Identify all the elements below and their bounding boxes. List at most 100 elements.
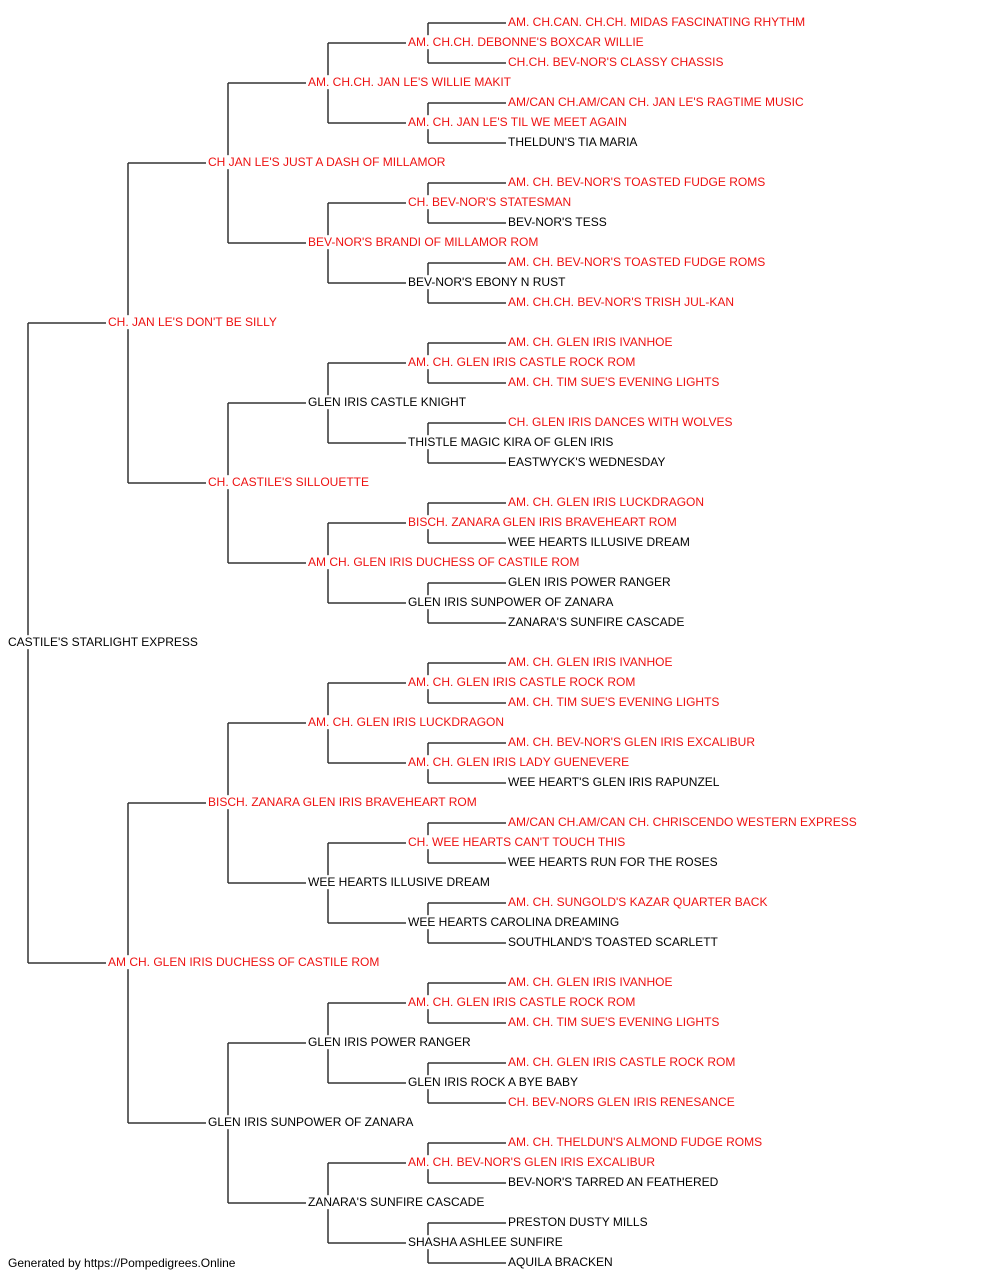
ancestor-name: AM. CH. BEV-NOR'S GLEN IRIS EXCALIBUR	[508, 735, 755, 749]
ancestor-name: AQUILA BRACKEN	[508, 1255, 613, 1269]
ancestor-name: AM. CH.CAN. CH.CH. MIDAS FASCINATING RHY…	[508, 15, 805, 29]
ancestor-name: CH JAN LE'S JUST A DASH OF MILLAMOR	[208, 155, 446, 169]
label-backing	[406, 915, 622, 930]
label-backing	[406, 1075, 581, 1090]
label-backing	[406, 35, 646, 50]
ancestor-name: AM. CH. TIM SUE'S EVENING LIGHTS	[508, 1015, 719, 1029]
label-backing	[506, 935, 721, 950]
label-backing	[206, 475, 371, 490]
ancestor-name: WEE HEARTS RUN FOR THE ROSES	[508, 855, 718, 869]
ancestor-name: AM/CAN CH.AM/CAN CH. CHRISCENDO WESTERN …	[508, 815, 857, 829]
ancestor-name: WEE HEARTS ILLUSIVE DREAM	[508, 535, 690, 549]
label-backing	[406, 275, 569, 290]
label-backing	[506, 1095, 737, 1110]
label-backing	[506, 1255, 615, 1270]
label-backing	[506, 335, 675, 350]
label-backing	[406, 195, 574, 210]
label-backing	[506, 815, 859, 830]
label-backing	[506, 655, 675, 670]
label-backing	[306, 875, 492, 890]
label-backing	[506, 415, 735, 430]
label-backing	[506, 1055, 738, 1070]
ancestor-name: AM CH. GLEN IRIS DUCHESS OF CASTILE ROM	[108, 955, 379, 969]
label-backing	[506, 695, 722, 710]
label-backing	[106, 315, 279, 330]
label-backing	[306, 395, 469, 410]
label-backing	[306, 555, 582, 570]
ancestor-name: AM. CH.CH. BEV-NOR'S TRISH JUL-KAN	[508, 295, 734, 309]
label-backing	[506, 735, 758, 750]
ancestor-name: AM. CH. GLEN IRIS CASTLE ROCK ROM	[408, 675, 635, 689]
label-backing	[306, 75, 514, 90]
label-backing	[406, 435, 616, 450]
subject-name: CASTILE'S STARLIGHT EXPRESS	[8, 635, 198, 649]
ancestor-name: EASTWYCK'S WEDNESDAY	[508, 455, 665, 469]
ancestor-name: THELDUN'S TIA MARIA	[508, 135, 637, 149]
ancestor-name: CH. WEE HEARTS CAN'T TOUCH THIS	[408, 835, 625, 849]
label-backing	[506, 15, 808, 30]
ancestor-name: ZANARA'S SUNFIRE CASCADE	[508, 615, 684, 629]
label-backing	[6, 635, 200, 650]
ancestor-name: AM. CH. GLEN IRIS CASTLE ROCK ROM	[408, 355, 635, 369]
label-backing	[106, 955, 382, 970]
ancestor-name: AM. CH.CH. JAN LE'S WILLIE MAKIT	[308, 75, 512, 89]
label-backing	[406, 995, 638, 1010]
ancestor-name: AM. CH. THELDUN'S ALMOND FUDGE ROMS	[508, 1135, 762, 1149]
label-backing	[206, 1115, 416, 1130]
ancestor-name: GLEN IRIS POWER RANGER	[308, 1035, 471, 1049]
ancestor-name: AM. CH. BEV-NOR'S GLEN IRIS EXCALIBUR	[408, 1155, 655, 1169]
label-backing	[406, 755, 632, 770]
ancestor-name: BISCH. ZANARA GLEN IRIS BRAVEHEART ROM	[208, 795, 477, 809]
ancestor-name: THISTLE MAGIC KIRA OF GLEN IRIS	[408, 435, 613, 449]
ancestor-name: AM. CH. GLEN IRIS IVANHOE	[508, 975, 672, 989]
ancestor-name: AM. CH. TIM SUE'S EVENING LIGHTS	[508, 375, 719, 389]
ancestor-name: AM/CAN CH.AM/CAN CH. JAN LE'S RAGTIME MU…	[508, 95, 804, 109]
ancestor-name: AM. CH. BEV-NOR'S TOASTED FUDGE ROMS	[508, 255, 765, 269]
label-backing	[506, 215, 609, 230]
ancestor-name: BEV-NOR'S BRANDI OF MILLAMOR ROM	[308, 235, 538, 249]
ancestor-name: AM. CH. JAN LE'S TIL WE MEET AGAIN	[408, 115, 627, 129]
label-backing	[506, 1215, 650, 1230]
ancestor-name: AM. CH. GLEN IRIS CASTLE ROCK ROM	[408, 995, 635, 1009]
footer-credit: Generated by https://Pompedigrees.Online	[8, 1256, 236, 1270]
label-backing	[206, 795, 479, 810]
label-backing	[506, 535, 692, 550]
label-backing	[406, 515, 679, 530]
label-backing	[306, 715, 507, 730]
label-backing	[206, 155, 448, 170]
label-backing	[506, 975, 675, 990]
label-backing	[406, 1155, 658, 1170]
label-backing	[406, 115, 629, 130]
ancestor-name: WEE HEART'S GLEN IRIS RAPUNZEL	[508, 775, 720, 789]
label-backing	[506, 775, 722, 790]
ancestor-name: CH. GLEN IRIS DANCES WITH WOLVES	[508, 415, 732, 429]
ancestor-name: CH. BEV-NORS GLEN IRIS RENESANCE	[508, 1095, 735, 1109]
label-backing	[306, 235, 541, 250]
label-backing	[506, 1135, 765, 1150]
label-backing	[506, 375, 722, 390]
label-backing	[406, 355, 638, 370]
label-backing	[506, 575, 674, 590]
label-backing	[506, 295, 737, 310]
ancestor-name: SHASHA ASHLEE SUNFIRE	[408, 1235, 563, 1249]
label-backing	[406, 595, 616, 610]
ancestor-name: CH.CH. BEV-NOR'S CLASSY CHASSIS	[508, 55, 723, 69]
ancestor-name: CH. BEV-NOR'S STATESMAN	[408, 195, 571, 209]
ancestor-name: GLEN IRIS CASTLE KNIGHT	[308, 395, 467, 409]
label-backing	[506, 495, 707, 510]
ancestor-name: BEV-NOR'S TARRED AN FEATHERED	[508, 1175, 719, 1189]
ancestor-name: AM. CH. GLEN IRIS LADY GUENEVERE	[408, 755, 629, 769]
label-backing	[506, 615, 687, 630]
label-backing	[406, 675, 638, 690]
ancestor-name: BEV-NOR'S TESS	[508, 215, 607, 229]
label-backing	[506, 455, 668, 470]
ancestor-name: AM. CH. SUNGOLD'S KAZAR QUARTER BACK	[508, 895, 767, 909]
label-backing	[506, 55, 726, 70]
ancestor-name: AM. CH. GLEN IRIS LUCKDRAGON	[508, 495, 704, 509]
label-backing	[406, 835, 628, 850]
label-backing	[306, 1195, 487, 1210]
ancestor-name: AM. CH. GLEN IRIS CASTLE ROCK ROM	[508, 1055, 735, 1069]
ancestor-name: AM. CH. GLEN IRIS IVANHOE	[508, 335, 672, 349]
label-backing	[506, 255, 768, 270]
